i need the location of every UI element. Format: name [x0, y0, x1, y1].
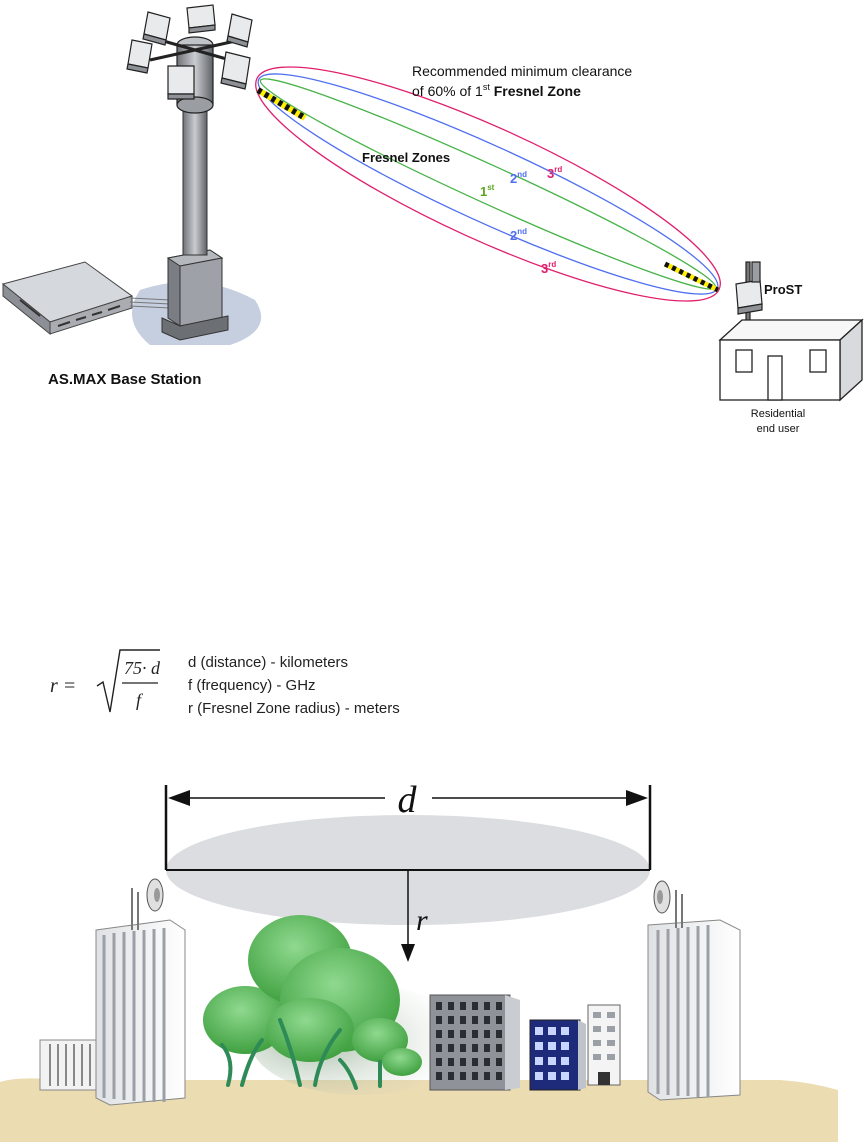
distance-label: d: [398, 779, 418, 821]
formula-legend-radius: r (Fresnel Zone radius) - meters: [188, 700, 400, 717]
base-station-label: AS.MAX Base Station: [48, 371, 201, 388]
top-diagram: Recommended minimum clearance of 60% of …: [3, 5, 862, 435]
radius-label: r: [416, 904, 428, 937]
fresnel-formula: r = 75· d f d (distance) - kilometers f …: [50, 650, 400, 717]
prost-antenna: [736, 262, 762, 322]
end-user-label-line1: Residential: [751, 408, 805, 420]
middle-building: [430, 995, 520, 1090]
antenna-cluster: [127, 5, 252, 113]
zone-2-label-bottom: 2nd: [510, 227, 527, 243]
left-building: [40, 920, 185, 1105]
prost-label: ProST: [764, 282, 802, 297]
small-white-building: [588, 1005, 620, 1085]
formula-numerator: 75· d: [124, 658, 161, 678]
radius-arrowhead: [401, 944, 415, 962]
distance-arrowhead-right: [626, 790, 648, 806]
bottom-diagram: d r: [0, 779, 838, 1142]
distance-arrowhead-left: [168, 790, 190, 806]
blue-window-building: [530, 1020, 586, 1090]
fresnel-zones-label: Fresnel Zones: [362, 150, 450, 165]
zone-3-label-bottom: 3rd: [541, 260, 556, 276]
formula-legend-frequency: f (frequency) - GHz: [188, 677, 316, 694]
clearance-note-line2: of 60% of 1st Fresnel Zone: [412, 82, 581, 99]
formula-denominator: f: [136, 690, 144, 710]
clearance-hatch-left: [258, 90, 305, 118]
clearance-note-line1: Recommended minimum clearance: [412, 63, 632, 79]
zone-2-label-top: 2nd: [510, 170, 527, 186]
right-dish-antenna: [654, 881, 682, 928]
tower-base: [162, 250, 228, 340]
right-building: [648, 920, 740, 1100]
zone-3-label-top: 3rd: [547, 165, 562, 181]
formula-legend-distance: d (distance) - kilometers: [188, 654, 348, 671]
end-user-label-line2: end user: [757, 423, 800, 435]
zone-1-label: 1st: [480, 183, 495, 199]
rack-unit: [3, 262, 132, 334]
formula-lhs: r =: [50, 675, 76, 697]
residential-house: [720, 320, 862, 400]
